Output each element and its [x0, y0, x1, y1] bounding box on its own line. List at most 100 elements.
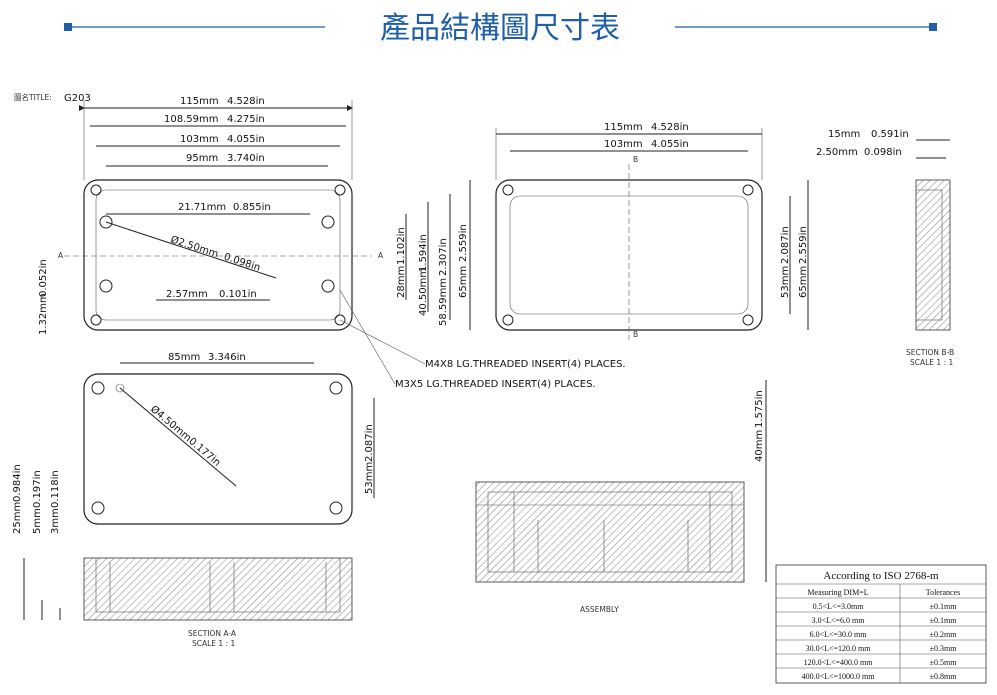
callout-m4x8: M4X8 LG.THREADED INSERT(4) PLACES. [425, 359, 626, 370]
tolerance-row-3-value: ±0.2mm [930, 630, 958, 639]
asm-dim-1575in: 1.575in [754, 390, 765, 428]
section-mark-b-bottom: B [633, 330, 638, 339]
boss-hole-br [321, 279, 335, 293]
tolerance-header-tol: Tolerances [926, 588, 961, 597]
tolerance-row-6-value: ±0.8mm [930, 672, 958, 681]
tolerance-row-5-value: ±0.5mm [930, 658, 958, 667]
tolerance-row-2-value: ±0.1mm [930, 616, 958, 625]
dim-2559in-a: 2.559in [458, 224, 469, 262]
top-view-vdims: 28mm 1.102in 40.50mm 1.594in 58.59mm 2.3… [396, 180, 471, 330]
assembly-caption: ASSEMBLY [580, 605, 619, 614]
asm-dim-40mm: 40mm [754, 430, 765, 462]
boss-hole-tl [99, 215, 113, 229]
section-bb: 15mm 0.591in 2.50mm 0.098in SECTION B-B … [816, 129, 954, 367]
bv-dim-2087in: 2.087in [364, 424, 375, 462]
bv-dim-3346in: 3.346in [208, 352, 246, 363]
dim-5859mm: 58.59mm [438, 278, 449, 326]
tolerance-row-3-range: 6.0<L<=30.0 mm [810, 630, 868, 639]
dim-65mm-a: 65mm [458, 266, 469, 298]
dim-2171mm: 21.71mm [178, 202, 226, 213]
dim-0052in: 0.052in [38, 259, 49, 297]
corner-hole-br [334, 314, 346, 326]
rv-dim-65mm: 65mm [798, 266, 809, 298]
section-mark-a-right: A [378, 251, 384, 260]
section-bb-scale: SCALE 1 : 1 [910, 358, 953, 367]
aa-dim-25mm: 25mm [12, 502, 23, 534]
tolerance-title: According to ISO 2768-m [823, 570, 939, 582]
section-bb-caption: SECTION B-B [906, 348, 954, 357]
boss-hole-tr [321, 215, 335, 229]
dim-115mm: 115mm [180, 96, 219, 107]
aa-dim-3mm: 3mm [50, 508, 61, 534]
bb-dim-0098in: 0.098in [864, 147, 902, 158]
aa-dim-5mm: 5mm [32, 508, 43, 534]
dim-1102in: 1.102in [396, 227, 407, 265]
bb-dim-15mm: 15mm [828, 129, 860, 140]
corner-hole-tl [90, 184, 102, 196]
top-view-inner [95, 189, 341, 321]
dim-132mm: 1.32mm [38, 293, 49, 335]
tolerance-row-1-range: 0.5<L<=3.0mm [813, 602, 865, 611]
tolerance-row-6-range: 400.0<L<=1000.0 mm [802, 672, 876, 681]
dim-0855in: 0.855in [233, 202, 271, 213]
model-number: G203 [64, 93, 91, 104]
corner-hole-tr [334, 184, 346, 196]
section-mark-a-left: A [58, 251, 64, 260]
header: 產品結構圖尺寸表 [64, 11, 937, 46]
dim-diameter-0098in: 0.098in [222, 252, 261, 274]
boss-hole-bl [99, 279, 113, 293]
header-square-right [929, 23, 937, 31]
bv-dim-diameter-0177in: 0.177in [186, 436, 222, 469]
rv-dim-2087in: 2.087in [780, 226, 791, 264]
section-aa-scale: SCALE 1 : 1 [192, 639, 235, 648]
section-aa-body [83, 557, 353, 621]
dim-3740in: 3.740in [227, 153, 265, 164]
assembly-body [475, 481, 745, 583]
dim-1594in: 1.594in [418, 234, 429, 272]
tolerance-header-dim: Measuring DIM=L [807, 588, 868, 597]
header-square-left [64, 23, 72, 31]
right-view: 115mm 4.528in 103mm 4.055in B B 53mm 2.0… [495, 122, 809, 340]
top-view-outline [83, 179, 353, 331]
rv-dim-4055in: 4.055in [651, 139, 689, 150]
bb-dim-0591in: 0.591in [871, 129, 909, 140]
page-title: 產品結構圖尺寸表 [380, 11, 620, 46]
dim-95mm: 95mm [186, 153, 218, 164]
dim-257mm: 2.57mm [166, 289, 208, 300]
tolerance-table-frame [775, 564, 987, 684]
tolerance-table: According to ISO 2768-m Measuring DIM=L … [775, 564, 987, 684]
dim-103mm: 103mm [180, 134, 219, 145]
tolerance-row-4-value: ±0.3mm [930, 644, 958, 653]
bb-dim-250mm: 2.50mm [816, 147, 858, 158]
top-view-hdims [79, 100, 353, 180]
tolerance-row-5-range: 120.0<L<=400.0 mm [804, 658, 874, 667]
aa-dim-0118in: 0.118in [50, 470, 61, 508]
section-aa-caption: SECTION A-A [188, 629, 237, 638]
dim-2307in: 2.307in [438, 238, 449, 276]
title-label: 圖名TITLE: [14, 92, 52, 102]
tolerance-row-1-value: ±0.1mm [930, 602, 958, 611]
corner-hole-bl [90, 314, 102, 326]
bv-dim-53mm: 53mm [364, 462, 375, 494]
bv-dim-diameter-450mm: Ø4.50mm [148, 403, 194, 444]
section-aa: 25mm 0.984in 5mm 0.197in 3mm 0.118in SEC… [12, 464, 353, 648]
dim-4528in: 4.528in [227, 96, 265, 107]
bv-dim-85mm: 85mm [168, 352, 200, 363]
dim-4050mm: 40.50mm [418, 268, 429, 316]
top-view: 115mm 4.528in 108.59mm 4.275in 103mm 4.0… [38, 96, 471, 335]
mount-bosses [90, 184, 346, 326]
callout-m3x5: M3X5 LG.THREADED INSERT(4) PLACES. [395, 379, 596, 390]
dim-4275in: 4.275in [227, 114, 265, 125]
dim-28mm: 28mm [396, 266, 407, 298]
rv-dim-115mm: 115mm [604, 122, 643, 133]
rv-dim-53mm: 53mm [780, 266, 791, 298]
tolerance-row-2-range: 3.0<L<=6.0 mm [812, 616, 866, 625]
dim-10859mm: 108.59mm [164, 114, 218, 125]
section-bb-body [915, 179, 951, 331]
rv-dim-2559in: 2.559in [798, 226, 809, 264]
dim-0101in: 0.101in [219, 289, 257, 300]
rv-dim-103mm: 103mm [604, 139, 643, 150]
bottom-view: 85mm 3.346in Ø4.50mm 0.177in 53mm 2.087i… [83, 352, 375, 525]
aa-dim-0984in: 0.984in [12, 464, 23, 502]
